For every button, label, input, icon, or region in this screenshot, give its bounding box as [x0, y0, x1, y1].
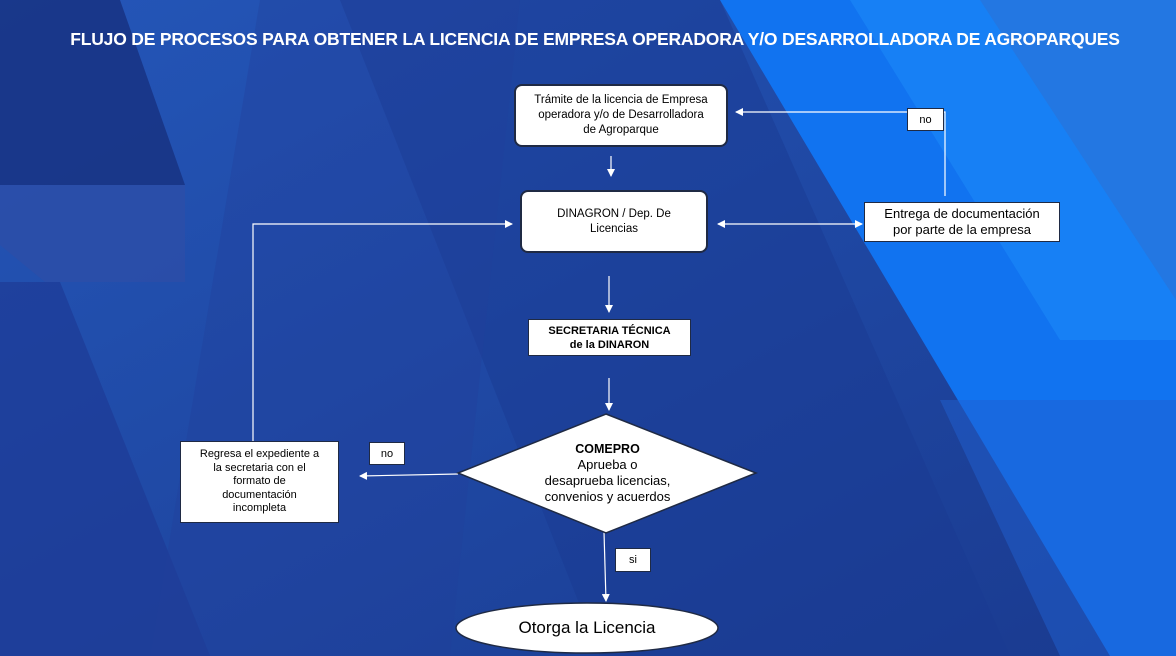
tramite-licencia-node: Trámite de la licencia de Empresa operad… — [514, 84, 728, 147]
regresa-line-5: incompleta — [232, 502, 287, 515]
comepro-title: COMEPRO — [575, 442, 640, 456]
comepro-decision-text: COMEPRO Aprueba o desaprueba licencias, … — [510, 441, 705, 505]
otorga-licencia-node: Otorga la Licencia — [518, 618, 656, 637]
dinagron-line-1: DINAGRON / Dep. De — [557, 207, 671, 220]
arrow-comepro-regresa — [359, 471, 459, 480]
regresa-line-2: la secretaria con el — [213, 461, 306, 474]
secretaria-line-2: de la DINARON — [569, 338, 650, 351]
secretaria-line-1: SECRETARIA TÉCNICA — [548, 324, 671, 337]
tramite-line-3: de Agroparque — [583, 124, 659, 136]
entrega-line-2: por parte de la empresa — [892, 222, 1031, 237]
comepro-line-2: desaprueba licencias, — [544, 473, 671, 488]
comepro-diamond — [455, 413, 759, 534]
comepro-line-3: convenios y acuerdos — [544, 489, 671, 504]
regresa-line-4: documentación — [222, 488, 297, 501]
dinagron-node: DINAGRON / Dep. De Licencias — [520, 190, 708, 253]
label-no-left: no — [369, 442, 405, 465]
tramite-line-1: Trámite de la licencia de Empresa — [534, 94, 708, 106]
arrow-comepro-otorga — [601, 531, 610, 602]
otorga-oval — [455, 602, 719, 654]
arrow-entrega-tramite — [735, 108, 946, 196]
dinagron-line-2: Licencias — [590, 222, 638, 235]
comepro-line-1: Aprueba o — [577, 457, 638, 472]
entrega-line-1: Entrega de documentación — [884, 206, 1040, 221]
regresa-line-1: Regresa el expediente a — [199, 448, 320, 461]
page-title: FLUJO DE PROCESOS PARA OBTENER LA LICENC… — [70, 29, 1120, 49]
label-si: si — [615, 548, 651, 572]
entrega-documentacion-node: Entrega de documentación por parte de la… — [864, 202, 1060, 242]
secretaria-tecnica-node: SECRETARIA TÉCNICA de la DINARON — [528, 319, 691, 356]
regresa-line-3: formato de — [233, 475, 286, 488]
arrow-regresa-dinagron — [252, 220, 513, 441]
regresa-expediente-node: Regresa el expediente a la secretaria co… — [180, 441, 339, 523]
label-no-top: no — [907, 108, 944, 131]
tramite-line-2: operadora y/o de Desarrolladora — [538, 109, 704, 121]
